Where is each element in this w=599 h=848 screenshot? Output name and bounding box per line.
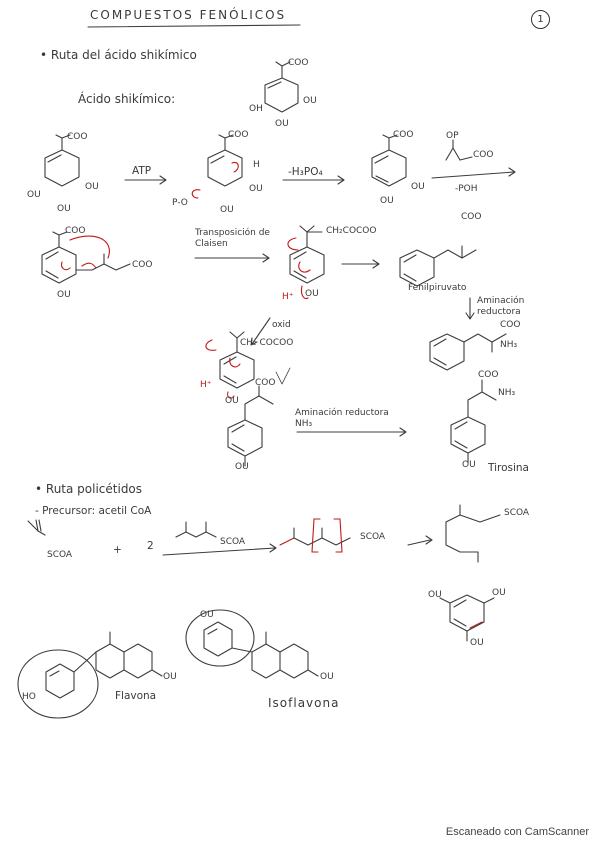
- coo-label: COO: [393, 130, 414, 140]
- coo-label: COO: [255, 378, 276, 388]
- phosphate-label: P-O: [172, 198, 188, 208]
- coo-label: COO: [65, 226, 86, 236]
- oh-label: OU: [470, 638, 484, 648]
- precursor-label: - Precursor: acetil CoA: [35, 505, 152, 517]
- shikimic-acid-structure: [264, 61, 299, 113]
- row2-phenylpyruvate: [399, 245, 477, 287]
- oh-label: OU: [220, 205, 234, 215]
- oh-label: OU: [303, 96, 317, 106]
- coo-label: COO: [478, 370, 499, 380]
- step-atp-label: ATP: [132, 165, 152, 177]
- polyketide-chain: [279, 518, 351, 553]
- scoa-label: SCOA: [220, 537, 246, 547]
- page-number-badge: 1: [531, 10, 550, 29]
- isoflavona-structure: [185, 609, 319, 679]
- h-plus-label: H⁺: [200, 380, 212, 390]
- oh-label: OU: [411, 182, 425, 192]
- oh-label: OU: [380, 196, 394, 206]
- scoa-label: SCOA: [47, 550, 73, 560]
- oh-label: OU: [428, 590, 442, 600]
- tirosina-label: Tirosina: [488, 462, 529, 474]
- flavona-structure: [17, 631, 163, 719]
- plus-sign: +: [113, 544, 122, 556]
- coo-label: COO: [67, 132, 88, 142]
- oh-label: OU: [27, 190, 41, 200]
- aminacion-reductora-label: Aminación reductora: [477, 296, 525, 317]
- scoa-label: SCOA: [360, 532, 386, 542]
- oh-label: OU: [492, 588, 506, 598]
- oh-label: OU: [235, 462, 249, 472]
- step-pep-label: OP: [446, 131, 459, 141]
- coefficient-two: 2: [147, 540, 154, 552]
- ch2cocoo-label: CH₂COCOO: [326, 226, 377, 236]
- oh-label: OU: [305, 289, 319, 299]
- coo-label: COO: [132, 260, 153, 270]
- coo-label: COO: [500, 320, 521, 330]
- row3-hydroxyphenylpyruvate: [227, 367, 291, 467]
- row3-oxid-intermediate: [205, 331, 255, 399]
- row2-prephenate: [287, 225, 325, 299]
- h-label: H: [253, 160, 260, 170]
- section1-bullet: • Ruta del ácido shikímico: [40, 48, 197, 62]
- oh-label: OU: [57, 204, 71, 214]
- oxid-label: oxid: [272, 320, 291, 330]
- aminacion-nh3-label: Aminación reductora NH₃: [295, 408, 389, 429]
- section2-bullet: • Ruta policétidos: [35, 482, 143, 496]
- step-poh-label: -POH: [455, 184, 478, 194]
- ch2-cocoo-label: CH₂ COCOO: [240, 338, 294, 348]
- oh-label: OU: [57, 290, 71, 300]
- claisen-label: Transposición de Claisen: [195, 228, 270, 249]
- row3-tyrosine: [450, 379, 497, 463]
- nh3-plus-label: NH₃: [498, 388, 516, 398]
- oh-label: OU: [225, 396, 239, 406]
- flavona-label: Flavona: [115, 690, 157, 702]
- h-plus-label: H⁺: [282, 292, 294, 302]
- page-title: COMPUESTOS FENÓLICOS: [90, 8, 287, 22]
- row1-shikimate-3-phosphate: [191, 134, 243, 199]
- polyketide-folded: [445, 504, 501, 563]
- oh-label: OU: [200, 610, 214, 620]
- shikimic-acid-label: Ácido shikímico:: [78, 92, 176, 106]
- row2-chorismate: [41, 231, 131, 284]
- oh-label: OU: [462, 460, 476, 470]
- oh-label: OU: [320, 672, 334, 682]
- step-h3po4-label: -H₃PO₄: [288, 166, 323, 178]
- scoa-label: SCOA: [504, 508, 530, 518]
- oh-label: OU: [275, 119, 289, 129]
- fenilpiruvato-label: Fenilpiruvato: [408, 283, 467, 293]
- scanner-watermark: Escaneado con CamScanner: [445, 826, 589, 838]
- row2-phenylalanine: [429, 333, 507, 371]
- resorcinol-product: [439, 594, 495, 642]
- row1-product: [371, 134, 407, 187]
- ho-label: HO: [22, 692, 36, 702]
- coo-label: COO: [473, 150, 494, 160]
- row1-shikimate: [44, 134, 80, 187]
- oh-label: OH: [249, 104, 263, 114]
- isoflavona-label: Isoflavona: [268, 696, 340, 710]
- oh-label: OU: [249, 184, 263, 194]
- coo-label: COO: [288, 58, 309, 68]
- coo-label: COO: [228, 130, 249, 140]
- coo-label: COO: [461, 212, 482, 222]
- oh-label: OU: [85, 182, 99, 192]
- nh3-plus-label: NH₃: [500, 340, 518, 350]
- oh-label: OU: [163, 672, 177, 682]
